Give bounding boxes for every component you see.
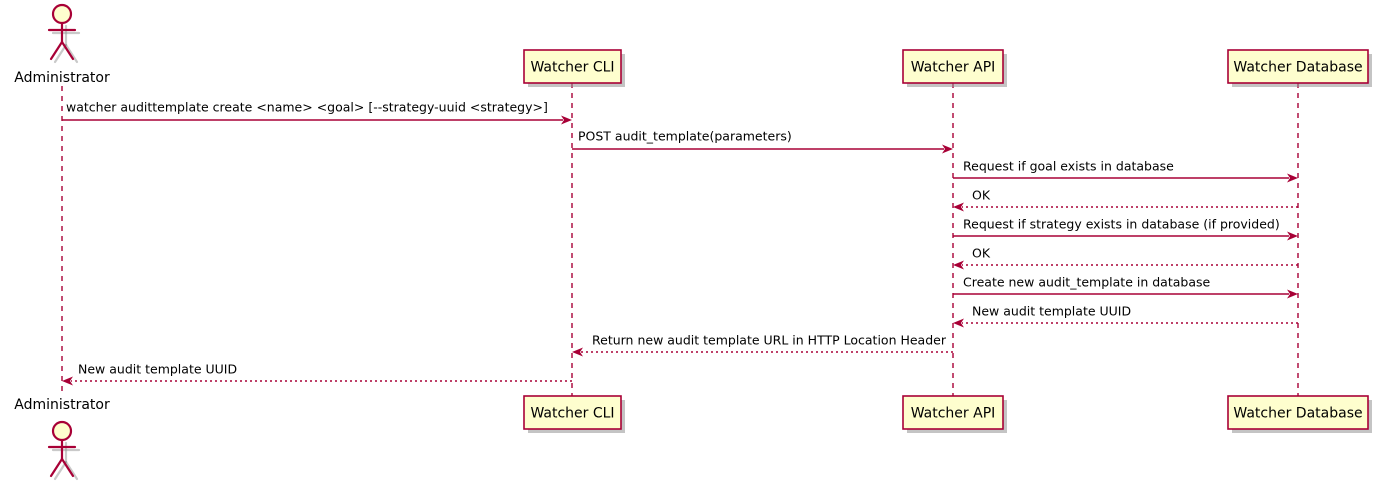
message-arrowhead-2 bbox=[942, 144, 953, 154]
actor-shadow bbox=[53, 460, 68, 481]
participant-box-watcher-cli[interactable] bbox=[523, 49, 622, 84]
actor-leg-right bbox=[60, 40, 75, 61]
message-7[interactable]: Create new audit_template in database bbox=[953, 275, 1298, 299]
participant-watcher-database-bottom[interactable]: Watcher Database bbox=[1227, 395, 1372, 433]
participant-watcher-database-top[interactable]: Watcher Database bbox=[1227, 49, 1372, 87]
participant-label-watcher-database: Watcher Database bbox=[1233, 406, 1362, 422]
actor-leg-right bbox=[60, 457, 75, 478]
message-arrowhead-5 bbox=[1287, 231, 1298, 241]
participant-watcher-api-top[interactable]: Watcher API bbox=[902, 49, 1007, 87]
message-4[interactable]: OK bbox=[953, 188, 1298, 212]
message-arrowhead-4 bbox=[953, 202, 964, 212]
message-3[interactable]: Request if goal exists in database bbox=[953, 159, 1298, 183]
actor-shadow bbox=[64, 43, 79, 64]
lifelines-group bbox=[61, 83, 1299, 396]
actor-leg-left bbox=[49, 457, 64, 478]
message-label-8: New audit template UUID bbox=[972, 304, 1131, 319]
actor-figure-bottom-administrator bbox=[47, 420, 81, 481]
message-label-4: OK bbox=[972, 188, 991, 203]
message-arrowhead-3 bbox=[1287, 173, 1298, 183]
message-10[interactable]: New audit template UUID bbox=[62, 362, 572, 386]
participant-label-watcher-database: Watcher Database bbox=[1233, 60, 1362, 76]
message-label-3: Request if goal exists in database bbox=[963, 159, 1174, 174]
message-1[interactable]: watcher audittemplate create <name> <goa… bbox=[62, 100, 572, 125]
message-arrowhead-1 bbox=[561, 115, 572, 125]
participant-label-watcher-api: Watcher API bbox=[911, 406, 996, 422]
message-2[interactable]: POST audit_template(parameters) bbox=[572, 129, 953, 154]
message-label-1: watcher audittemplate create <name> <goa… bbox=[66, 100, 548, 115]
message-label-10: New audit template UUID bbox=[78, 362, 237, 377]
participant-label-watcher-cli: Watcher CLI bbox=[530, 60, 614, 76]
participant-watcher-cli-top[interactable]: Watcher CLI bbox=[523, 49, 625, 87]
message-arrowhead-9 bbox=[572, 347, 583, 357]
participant-box-watcher-cli[interactable] bbox=[523, 395, 622, 430]
message-arrowhead-6 bbox=[953, 260, 964, 270]
participant-box-watcher-database[interactable] bbox=[1227, 49, 1369, 84]
message-8[interactable]: New audit template UUID bbox=[953, 304, 1298, 328]
message-arrowhead-10 bbox=[62, 376, 73, 386]
participant-label-watcher-api: Watcher API bbox=[911, 60, 996, 76]
actor-head bbox=[51, 3, 73, 25]
message-arrowhead-8 bbox=[953, 318, 964, 328]
message-label-7: Create new audit_template in database bbox=[963, 275, 1210, 290]
actor-figure-top-administrator bbox=[47, 3, 81, 64]
message-6[interactable]: OK bbox=[953, 246, 1298, 270]
participant-box-watcher-api[interactable] bbox=[902, 395, 1004, 430]
message-label-2: POST audit_template(parameters) bbox=[578, 129, 792, 144]
participant-label-watcher-cli: Watcher CLI bbox=[530, 406, 614, 422]
participant-watcher-api-bottom[interactable]: Watcher API bbox=[902, 395, 1007, 433]
actor-head bbox=[51, 420, 73, 442]
message-5[interactable]: Request if strategy exists in database (… bbox=[953, 217, 1298, 241]
actor-label-top-administrator: Administrator bbox=[14, 70, 110, 86]
message-label-9: Return new audit template URL in HTTP Lo… bbox=[592, 333, 947, 348]
participant-watcher-cli-bottom[interactable]: Watcher CLI bbox=[523, 395, 625, 433]
participant-box-watcher-api[interactable] bbox=[902, 49, 1004, 84]
actor-label-bottom-administrator: Administrator bbox=[14, 397, 110, 413]
actor-shadow bbox=[53, 43, 68, 64]
message-9[interactable]: Return new audit template URL in HTTP Lo… bbox=[572, 333, 953, 357]
message-arrowhead-7 bbox=[1287, 289, 1298, 299]
messages-group: watcher audittemplate create <name> <goa… bbox=[62, 100, 1298, 386]
participant-box-watcher-database[interactable] bbox=[1227, 395, 1369, 430]
actor-shadow bbox=[64, 460, 79, 481]
actor-leg-left bbox=[49, 40, 64, 61]
message-label-6: OK bbox=[972, 246, 991, 261]
message-label-5: Request if strategy exists in database (… bbox=[963, 217, 1280, 232]
